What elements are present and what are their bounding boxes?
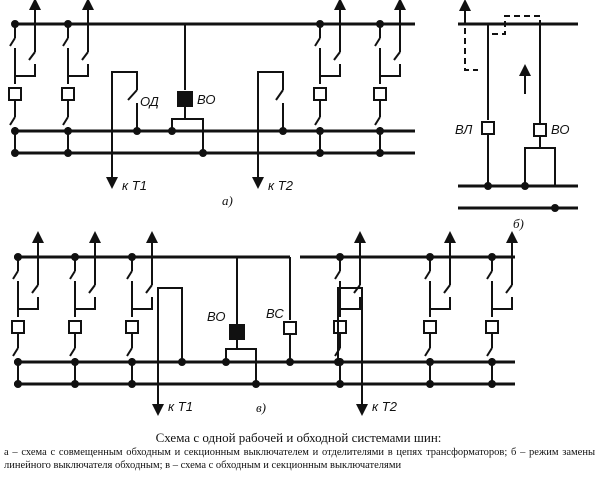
feeder-circuit (423, 231, 456, 388)
vo-label-v: ВО (207, 309, 226, 324)
scheme-a (12, 22, 415, 155)
subfigure-a-label: а) (222, 193, 233, 208)
transformer-circuit-t1 (106, 71, 141, 189)
subfigure-b-label: б) (513, 216, 524, 231)
scheme-b (458, 0, 578, 212)
feeder-circuit (373, 0, 406, 157)
kt2-label-a: к Т2 (268, 178, 294, 193)
caption-text: а – схема с совмещенным обходным и секци… (4, 447, 595, 471)
scheme-v (14, 255, 515, 386)
caption-title: Схема с одной рабочей и обходной система… (155, 430, 442, 445)
kt2-label-v: к Т2 (372, 399, 398, 414)
transformer-circuits-v (152, 257, 368, 416)
feeder-circuit (8, 0, 41, 157)
vo-label-a: ВО (197, 92, 216, 107)
feeder-circuit (485, 231, 518, 388)
feeder-circuit (125, 231, 158, 388)
subfigure-v-label: в) (256, 400, 266, 415)
feeder-circuit (68, 231, 101, 388)
vs-label: ВС (266, 306, 284, 321)
kt1-label-a: к Т1 (122, 178, 147, 193)
feeders-v (11, 231, 518, 388)
feeders-a (8, 0, 406, 157)
od-label: ОД (140, 94, 159, 109)
transformer-circuit-t2 (252, 71, 287, 189)
feeder-circuit (61, 0, 94, 157)
feeder-circuit (313, 0, 346, 157)
vo-label-b: ВО (551, 122, 570, 137)
bypass-breaker-a (168, 24, 207, 157)
feeder-circuit (11, 231, 44, 388)
kt1-label-v: к Т1 (168, 399, 193, 414)
bus-system-diagram: ОД к Т1 к Т2 ВО а) (8, 0, 578, 416)
vl-label: ВЛ (455, 122, 472, 137)
figure-caption: Схема с одной рабочей и обходной система… (0, 430, 597, 472)
